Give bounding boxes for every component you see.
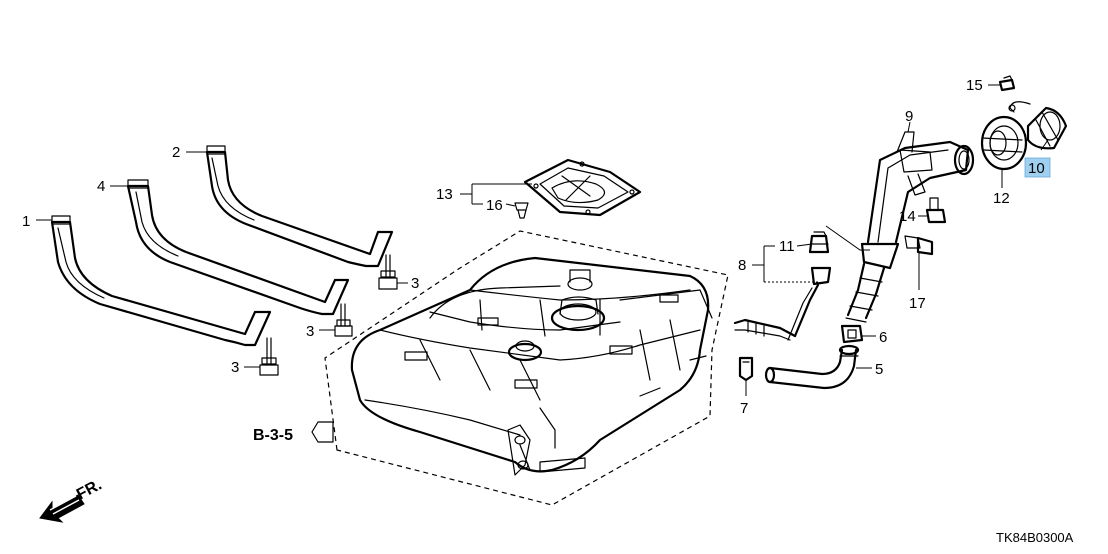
callout-3a[interactable]: 3 xyxy=(231,359,239,376)
fuel-filler-adapter-12 xyxy=(980,115,1028,171)
strap-bolt-c xyxy=(378,254,398,290)
fuel-tank-strap-4 xyxy=(126,179,350,316)
bolt-17 xyxy=(904,235,934,256)
callout-17[interactable]: 17 xyxy=(909,295,926,312)
callout-9[interactable]: 9 xyxy=(905,108,913,125)
callout-12[interactable]: 12 xyxy=(993,190,1010,207)
filler-neck xyxy=(845,140,975,323)
callout-10[interactable]: 10 xyxy=(1028,160,1045,177)
callout-4[interactable]: 4 xyxy=(97,178,105,195)
screw-15 xyxy=(998,75,1016,92)
callout-8[interactable]: 8 xyxy=(738,257,746,274)
diagram-code: TK84B0300A xyxy=(996,530,1074,545)
section-ref-label[interactable]: B-3-5 xyxy=(253,427,293,444)
callout-11[interactable]: 11 xyxy=(779,238,795,255)
leader-lines xyxy=(36,84,1049,396)
strap-bolt-a xyxy=(259,337,279,376)
callout-13[interactable]: 13 xyxy=(436,186,453,203)
breather-tube-8 xyxy=(733,266,832,341)
callout-1[interactable]: 1 xyxy=(22,213,30,230)
callout-3c[interactable]: 3 xyxy=(411,275,419,292)
highlight-box xyxy=(1024,157,1051,178)
fuel-tank-assembly-outline xyxy=(324,230,729,506)
clip-7 xyxy=(738,356,754,382)
callout-2[interactable]: 2 xyxy=(172,144,180,161)
bolt-14 xyxy=(925,197,947,224)
callout-15[interactable]: 15 xyxy=(966,77,983,94)
callout-labels: 1 2 3 3 3 4 5 6 7 8 9 10 11 12 13 14 15 … xyxy=(22,77,1045,417)
tank-cover-plate xyxy=(523,158,642,217)
strap-bolt-b xyxy=(334,303,353,337)
hose-clip-6 xyxy=(840,324,864,344)
callout-6[interactable]: 6 xyxy=(879,329,887,346)
clip-16 xyxy=(514,202,529,219)
callout-7[interactable]: 7 xyxy=(740,400,748,417)
fuel-filler-cap-10 xyxy=(1008,101,1068,150)
callout-5[interactable]: 5 xyxy=(875,361,883,378)
cap-11 xyxy=(808,231,830,254)
fuel-tank xyxy=(350,256,713,476)
callout-14[interactable]: 14 xyxy=(899,208,916,225)
section-ref-arrow-icon xyxy=(311,421,334,443)
front-direction-marker: FR. xyxy=(39,476,105,523)
fuel-tank-strap-2 xyxy=(205,145,394,268)
callout-3b[interactable]: 3 xyxy=(306,323,314,340)
section-reference[interactable]: B-3-5 xyxy=(253,421,334,444)
callout-16[interactable]: 16 xyxy=(486,197,503,214)
filler-bracket-9 xyxy=(896,131,915,153)
filler-pipe-5 xyxy=(764,344,860,390)
